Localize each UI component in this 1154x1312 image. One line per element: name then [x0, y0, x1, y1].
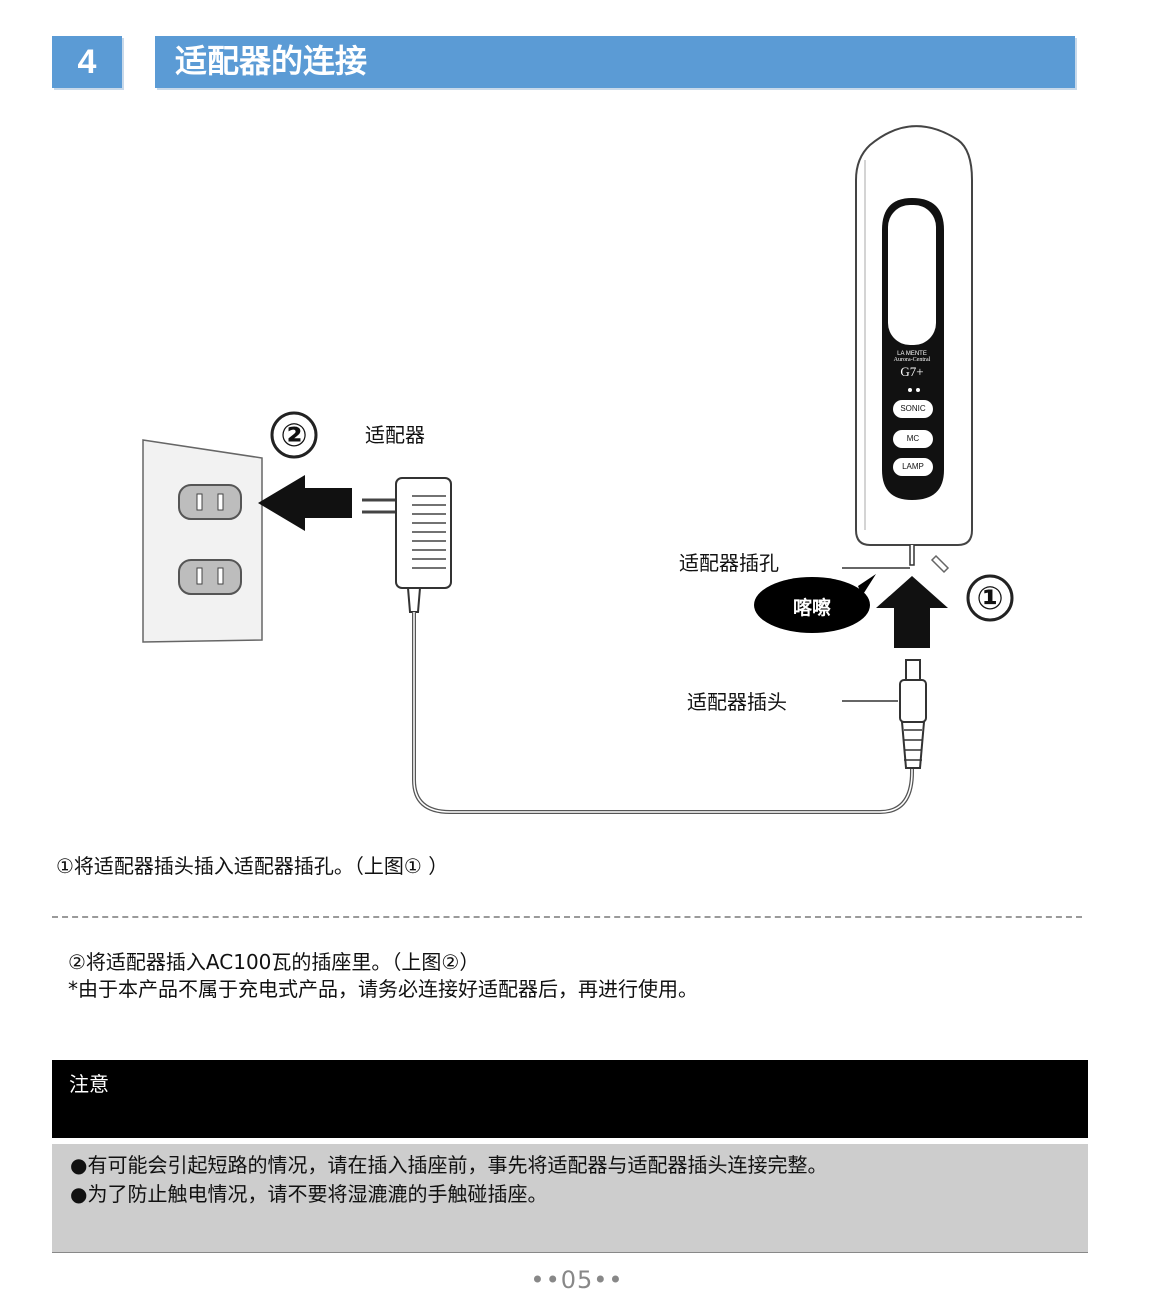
- device-button-lamp: LAMP: [902, 462, 924, 471]
- insert-arrow-left: [258, 475, 352, 531]
- instruction-step1: ①将适配器插头插入适配器插孔。（上图① ）: [56, 854, 449, 878]
- instruction-note: *由于本产品不属于充电式产品，请务必连接好适配器后，再进行使用。: [68, 977, 698, 1001]
- notice-title: 注意: [69, 1072, 109, 1096]
- jack-label: 适配器插孔: [679, 551, 779, 575]
- instruction-step2: ②将适配器插入AC100瓦的插座里。（上图②）: [68, 950, 480, 974]
- device-brand: LA MENTE: [897, 351, 927, 357]
- notice-header: [52, 1060, 1088, 1138]
- step2-marker: ②: [280, 416, 308, 454]
- section-number: 4: [52, 36, 122, 88]
- notice-body: [52, 1144, 1088, 1253]
- section-title: 适配器的连接: [175, 42, 368, 80]
- click-sound-bubble: 喀嚓: [792, 597, 831, 619]
- dashed-divider: [52, 916, 1082, 918]
- device-button-mc: MC: [906, 434, 920, 443]
- plug-label: 适配器插头: [687, 690, 787, 714]
- adapter-label: 适配器: [365, 423, 425, 447]
- device-model: G7+: [900, 364, 924, 379]
- device-button-sonic: SONIC: [900, 404, 926, 413]
- wall-outlet: [142, 439, 263, 643]
- device-series: Aurora-Central: [893, 357, 931, 363]
- ac-adapter: [362, 477, 452, 613]
- notice-item: ●为了防止触电情况，请不要将湿漉漉的手触碰插座。: [70, 1182, 548, 1206]
- g7-device: [855, 125, 973, 574]
- connection-illustration: [142, 125, 1014, 814]
- notice-item: ●有可能会引起短路的情况，请在插入插座前，事先将适配器与适配器插头连接完整。: [70, 1153, 828, 1177]
- page-number: ••05••: [530, 1266, 624, 1294]
- section-title-bar: [155, 36, 1075, 88]
- step1-marker: ①: [976, 579, 1004, 617]
- dc-plug: [899, 659, 927, 769]
- insert-arrow-up: [876, 576, 948, 648]
- adapter-cable: [412, 612, 914, 814]
